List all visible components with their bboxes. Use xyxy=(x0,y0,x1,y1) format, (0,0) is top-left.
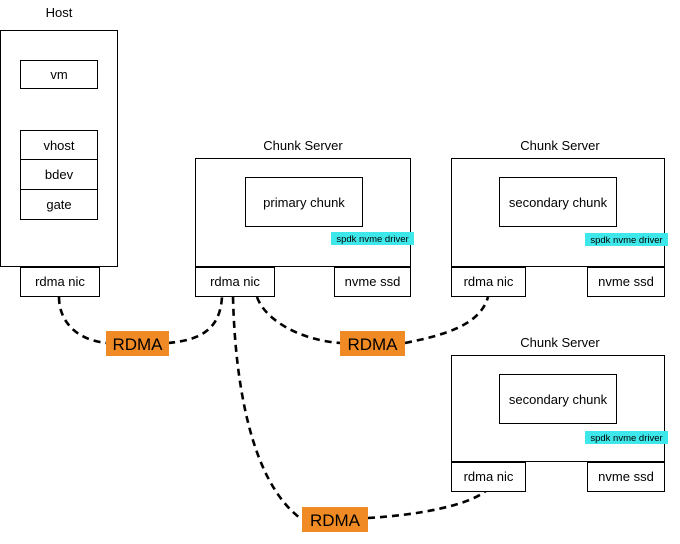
server1-rdma3-link xyxy=(231,296,301,520)
rdma-labels: RDMA RDMA RDMA xyxy=(106,331,405,532)
vhost-box xyxy=(20,130,98,160)
server-rdma-nic-box xyxy=(195,267,275,297)
secondary-chunk-box xyxy=(499,177,617,227)
server-rdma-nic-label: rdma nic xyxy=(210,274,260,289)
host-title: Host xyxy=(46,5,73,20)
rdma-badge-secondary-2 xyxy=(302,507,368,532)
host-rdma-link xyxy=(57,296,108,345)
nvme-ssd-label: nvme ssd xyxy=(598,469,654,484)
rdma-label-secondary-2: RDMA xyxy=(310,511,361,530)
bdev-label: bdev xyxy=(45,167,74,182)
vhost-label: vhost xyxy=(43,138,74,153)
rdma-label-secondary-1: RDMA xyxy=(347,335,398,354)
rdma-server1-link xyxy=(167,296,224,345)
secondary-chunk-label: secondary chunk xyxy=(509,392,608,407)
rdma-badge-secondary-1 xyxy=(340,331,405,356)
bdev-box xyxy=(20,159,98,190)
secondary-chunk-label: secondary chunk xyxy=(509,195,608,210)
spdk-nvme-driver-label: spdk nvme driver xyxy=(590,433,662,444)
server-rdma-nic-label: rdma nic xyxy=(464,469,514,484)
vm-label: vm xyxy=(50,67,67,82)
nvme-ssd-box xyxy=(587,267,665,297)
server1-rdma2-link xyxy=(255,296,341,345)
nvme-ssd-label: nvme ssd xyxy=(598,274,654,289)
rdma2-server2-link xyxy=(404,296,490,345)
server-rdma-nic-box xyxy=(451,462,526,492)
chunk-server-secondary-1: Chunk Server secondary chunk spdk nvme d… xyxy=(451,138,668,297)
rdma-badge-host xyxy=(106,331,169,356)
nvme-ssd-label: nvme ssd xyxy=(345,274,401,289)
spdk-nvme-driver-badge xyxy=(585,233,668,246)
server-title: Chunk Server xyxy=(520,138,600,153)
server-title: Chunk Server xyxy=(263,138,343,153)
primary-chunk-label: primary chunk xyxy=(263,195,345,210)
chunk-server-primary: Chunk Server primary chunk spdk nvme dri… xyxy=(195,138,414,297)
spdk-nvme-driver-badge xyxy=(331,232,414,245)
server-rdma-nic-box xyxy=(451,267,526,297)
spdk-nvme-driver-badge xyxy=(585,431,668,444)
server-title: Chunk Server xyxy=(520,335,600,350)
host-rdma-nic-box xyxy=(20,267,100,297)
spdk-nvme-driver-label: spdk nvme driver xyxy=(336,234,408,245)
rdma3-server3-link xyxy=(367,488,488,520)
spdk-nvme-driver-label: spdk nvme driver xyxy=(590,235,662,246)
secondary-chunk-box xyxy=(499,374,617,424)
vm-box xyxy=(20,60,98,89)
host-rdma-nic-label: rdma nic xyxy=(35,274,85,289)
gate-label: gate xyxy=(46,197,71,212)
server-rdma-nic-label: rdma nic xyxy=(464,274,514,289)
primary-chunk-box xyxy=(245,177,363,227)
gate-box xyxy=(20,189,98,220)
host-group: Host vm vhost bdev gate rdma nic xyxy=(0,5,118,297)
nvme-ssd-box xyxy=(334,267,411,297)
chunk-server-secondary-2: Chunk Server secondary chunk spdk nvme d… xyxy=(451,335,668,492)
nvme-ssd-box xyxy=(587,462,665,492)
rdma-label-host: RDMA xyxy=(112,335,163,354)
